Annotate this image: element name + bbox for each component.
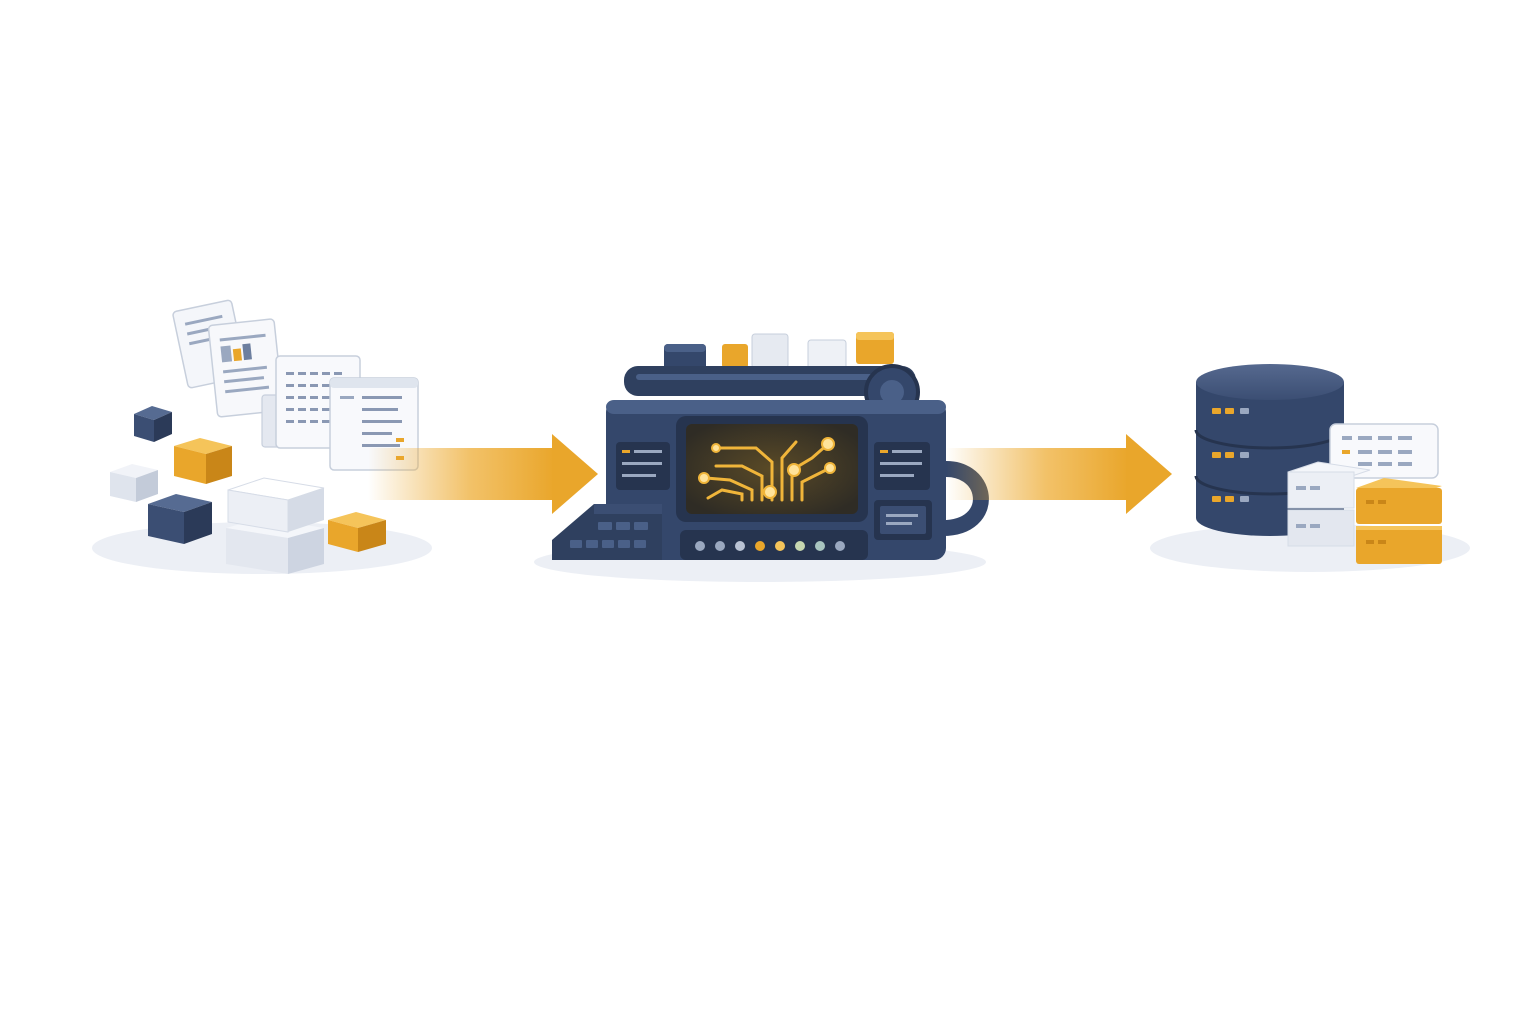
table-card (1329, 423, 1439, 479)
flow-arrow-2 (946, 434, 1172, 514)
navy-block (134, 406, 172, 442)
right-status-panel (874, 442, 930, 490)
storage-stage (1150, 364, 1470, 572)
navy-block (148, 494, 212, 544)
circuit-screen (676, 416, 868, 522)
left-status-panel (616, 442, 670, 490)
arrow-right-icon (552, 434, 598, 514)
data-blocks (110, 406, 386, 574)
light-block (110, 464, 158, 502)
circuit-nodes (698, 437, 836, 499)
light-block-stack (1287, 461, 1371, 547)
source-stage (92, 299, 432, 574)
light-block-stack (226, 477, 325, 574)
report-sheet (207, 318, 284, 418)
gold-block (174, 438, 232, 484)
arrow-right-icon (1126, 434, 1172, 514)
gold-block-stack (1356, 478, 1442, 564)
conveyor-belt (624, 364, 920, 420)
circuit-icon (704, 440, 832, 502)
flow-arrow-1 (368, 434, 598, 514)
keyboard-deck (552, 504, 662, 560)
arrow-right-icon (946, 448, 1128, 500)
processing-machine (534, 332, 989, 582)
indicator-lights (680, 530, 868, 560)
gold-block (328, 512, 386, 552)
document-stack (172, 299, 419, 471)
side-monitor (874, 500, 932, 540)
arrow-right-icon (368, 448, 554, 500)
conveyor-blocks (664, 332, 894, 372)
